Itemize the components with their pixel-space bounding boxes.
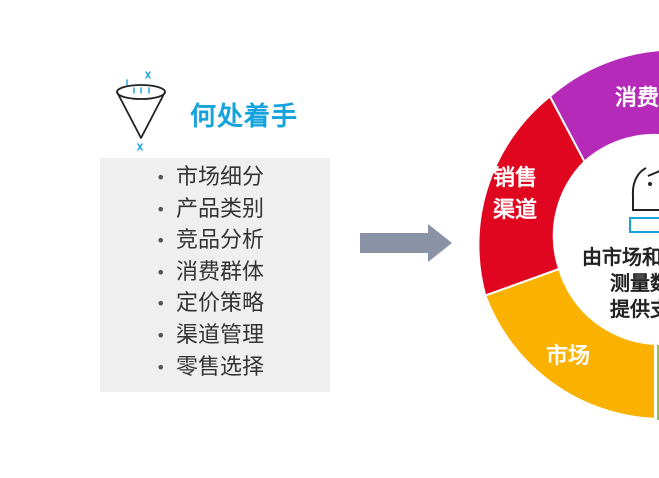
ring-diagram [477, 50, 659, 420]
section-heading: 何处着手 [190, 102, 299, 132]
center-line: 提供支 [610, 297, 659, 321]
ring-segment-consumer [548, 50, 659, 164]
ring-segment-channel [477, 94, 586, 297]
funnel-icon [116, 71, 166, 151]
list-item: 定价策略 [156, 288, 330, 320]
list-item: 零售选择 [156, 352, 330, 384]
list-item: 产品类别 [156, 194, 330, 226]
segment-label-channel-line1: 销售 [493, 166, 538, 191]
segment-label-consumer: 消费 [615, 86, 659, 111]
ring-segment-market [484, 267, 656, 420]
list-panel: 市场细分 产品类别 竞品分析 消费群体 定价策略 渠道管理 零售选择 [100, 158, 330, 392]
chess-piece-icon [631, 167, 659, 211]
center-line: 由市场和 [582, 245, 659, 269]
list-item: 渠道管理 [156, 320, 330, 352]
segment-label-channel-line2: 渠道 [493, 198, 538, 223]
bullet-list: 市场细分 产品类别 竞品分析 消费群体 定价策略 渠道管理 零售选择 [100, 158, 330, 383]
segment-label-market: 市场 [546, 344, 591, 369]
right-arrow-icon [360, 224, 452, 262]
center-line: 测量数 [610, 271, 659, 295]
list-item: 市场细分 [156, 162, 330, 194]
chess-base [629, 217, 659, 233]
list-item: 消费群体 [156, 257, 330, 289]
list-item: 竞品分析 [156, 225, 330, 257]
ring-center-text: 由市场和 测量数 提供支 [574, 244, 659, 322]
